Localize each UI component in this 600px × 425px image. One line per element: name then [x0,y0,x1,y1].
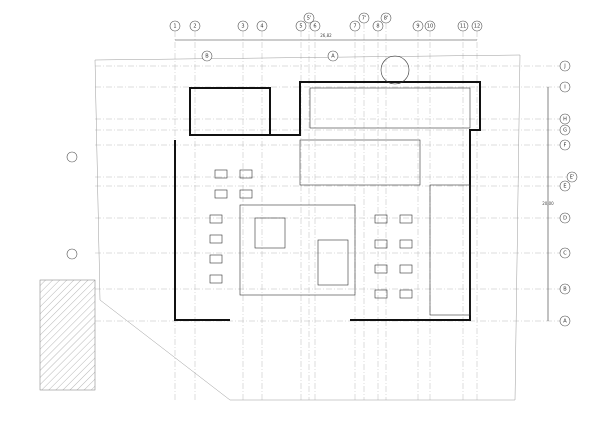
grid-bubble [295,20,307,32]
grid-label: 1 [173,24,176,30]
grid-bubble [169,20,181,32]
svg-text:A: A [331,54,335,60]
table [374,264,388,274]
grid-label: 9 [416,24,419,30]
grid-bubble [559,180,571,192]
grid-bubble [471,20,483,32]
table [209,254,223,264]
table [374,214,388,224]
grid-bubble [380,12,392,24]
grid-label: 5' [307,16,312,22]
grid-label: I [564,85,565,91]
offices-row [299,139,421,186]
section-marker-b: B [201,50,213,62]
grid-label: 7 [353,24,356,30]
grid-label: 3 [241,24,244,30]
grid-label: A [563,319,567,325]
table [214,189,228,199]
grid-label: 2 [193,24,196,30]
grid-bubble [303,12,315,24]
table [214,169,228,179]
table [374,239,388,249]
grid-bubble [566,171,578,183]
table [239,189,253,199]
restroom-block [309,87,471,129]
tables [209,169,413,299]
round-feature [380,55,410,85]
overall-width-dim: 26,82 [320,33,332,38]
bar-counter-2 [317,239,349,286]
grid-label: H [563,117,567,123]
table [374,289,388,299]
table [399,239,413,249]
grid-label: 10 [427,24,433,30]
grid-bubble [457,20,469,32]
grid-bubble [559,315,571,327]
grid-label: G [563,128,567,134]
grid-bubble [309,20,321,32]
exterior-walls [174,81,481,321]
central-bar [239,204,356,296]
grid-label: J [563,64,565,70]
grid-bubble [412,20,424,32]
elevation-marker [66,151,78,260]
grid-label: B [563,287,567,293]
table [399,289,413,299]
grid-bubble [559,139,571,151]
grid-label: D [563,216,567,222]
grid-label: 12 [474,24,480,30]
grid-bubble [358,12,370,24]
grid-label: 5 [299,24,302,30]
grid-label: 8 [376,24,379,30]
grid-bubble [237,20,249,32]
grid-label: E [563,184,566,190]
table [239,169,253,179]
grid-rows: J I HG F E' E D C B A [95,60,578,327]
table [399,214,413,224]
grid-bubble [559,81,571,93]
grid-label: 8' [384,16,389,22]
grid-bubble [349,20,361,32]
grid-label: C [563,251,567,257]
table [209,274,223,284]
grid-label: 11 [460,24,466,30]
grid-bubble [424,20,436,32]
grid-bubble [559,124,571,136]
grid-bubble [559,113,571,125]
svg-text:B: B [205,54,209,60]
section-marker-a: A [327,50,339,62]
grid-label: E' [570,175,575,181]
grid-bubble [559,60,571,72]
grid-label: F [564,143,567,149]
grid-bubble [559,212,571,224]
grid-bubble [189,20,201,32]
table [209,214,223,224]
hatched-area [39,279,96,391]
site-boundary [94,54,521,401]
room-block-west [189,87,271,136]
table [209,234,223,244]
grid-bubble [372,20,384,32]
grid-label: 4 [260,24,263,30]
grid-bubble [559,283,571,295]
grid-bubble [256,20,268,32]
grid-label: 6 [313,24,316,30]
east-rooms [429,184,471,316]
overall-height-dim: 20,00 [542,201,554,206]
table [399,264,413,274]
bar-counter [254,217,286,249]
grid-bubble [559,247,571,259]
grid-label: 7' [362,16,367,22]
